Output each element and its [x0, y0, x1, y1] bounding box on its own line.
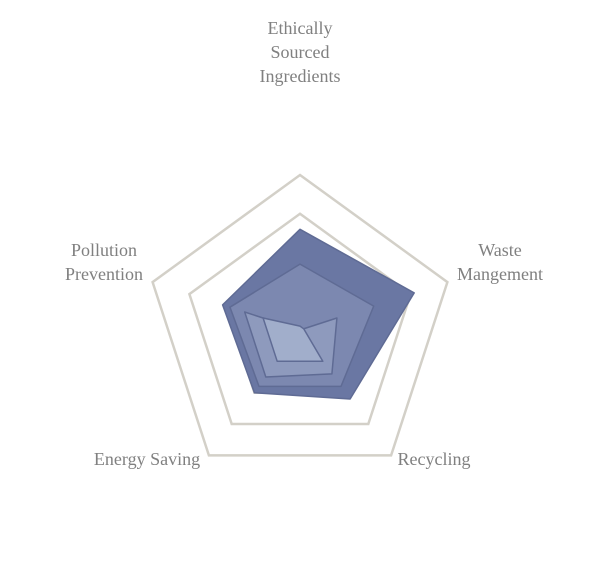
axis-label-line: Mangement — [457, 264, 543, 284]
axis-label-line: Pollution — [71, 240, 137, 260]
axis-label-line: Prevention — [65, 264, 143, 284]
grid-ring-4 — [151, 173, 449, 457]
axis-label-line: Energy Saving — [94, 449, 200, 469]
axis-label-line: Waste — [478, 240, 522, 260]
axis-label-3: Recycling — [398, 449, 471, 469]
axis-label-line: Sourced — [271, 42, 330, 62]
axis-label-line: Ethically — [268, 18, 333, 38]
axis-label-line: Ingredients — [260, 66, 341, 86]
series-area-4 — [262, 317, 324, 363]
axis-label-line: Recycling — [398, 449, 471, 469]
series-layer — [221, 228, 415, 400]
axis-label-4: Energy Saving — [94, 449, 200, 469]
